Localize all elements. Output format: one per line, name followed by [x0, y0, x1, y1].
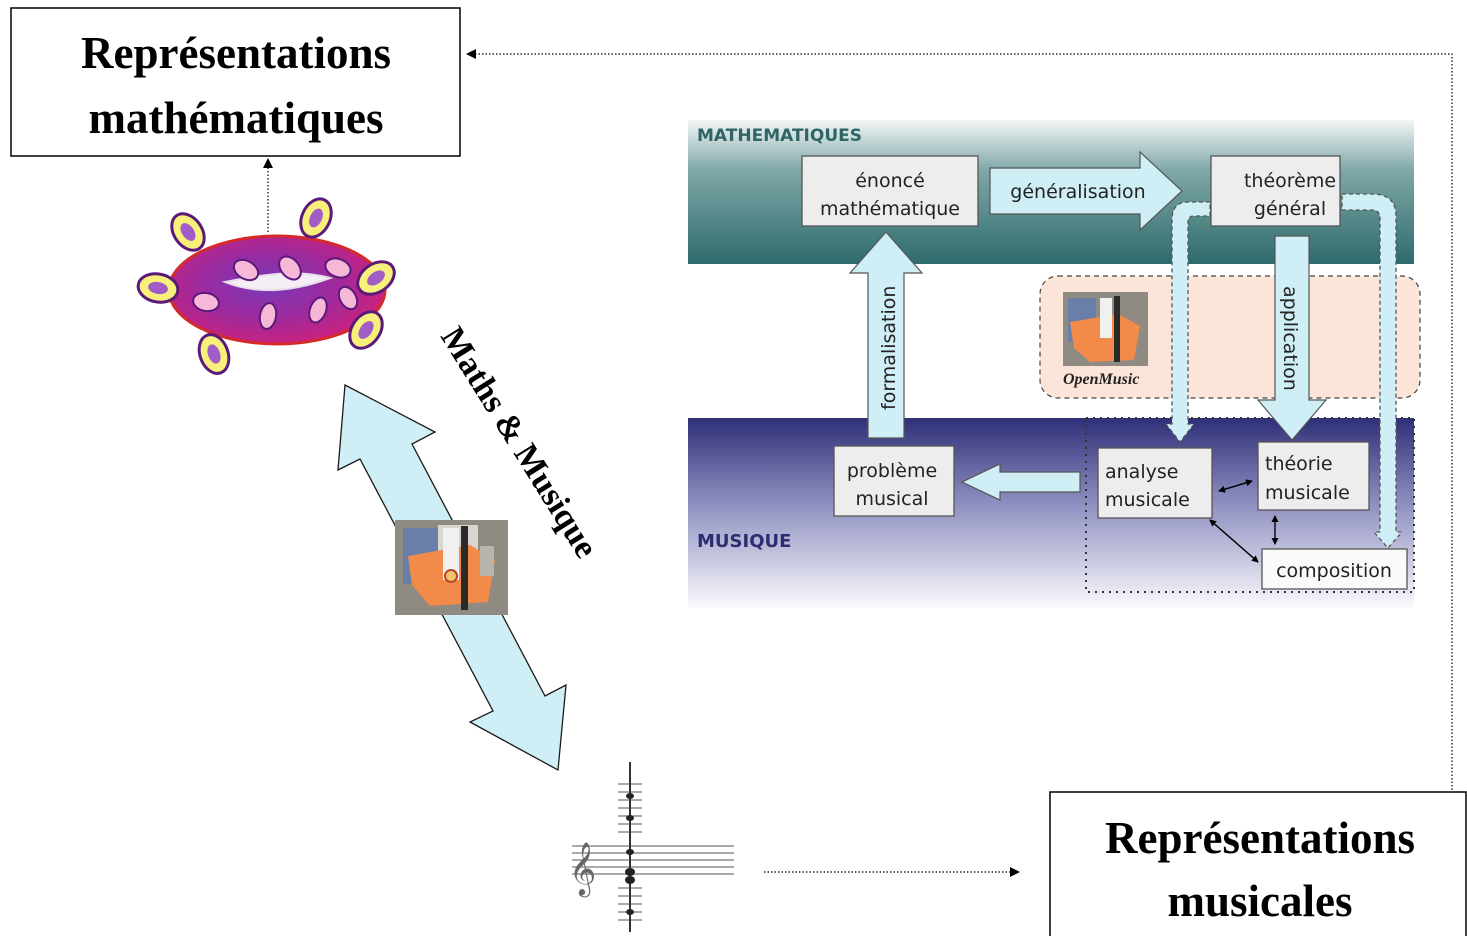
composition-label: composition	[1276, 560, 1392, 582]
analyse-line1: analyse	[1105, 461, 1178, 483]
theorie-line2: musicale	[1265, 482, 1350, 504]
music-representations-line2: musicales	[1168, 876, 1353, 926]
music-band-label: MUSIQUE	[697, 531, 791, 552]
math-representations-line1: Représentations	[81, 28, 391, 78]
probleme-line2: musical	[855, 488, 928, 510]
formalisation-arrow: formalisation	[848, 231, 924, 439]
openmusic-logo: OpenMusic	[1063, 292, 1148, 388]
music-analysis-region	[1085, 417, 1415, 593]
theoreme-line1: théorème	[1244, 170, 1336, 192]
probleme-box: problème musical	[833, 445, 955, 517]
dotted-connectors	[263, 49, 1453, 877]
analyse-box: analyse musicale	[1097, 447, 1213, 519]
collage-painting-icon	[395, 520, 508, 615]
treble-clef-icon: 𝄞	[569, 841, 596, 897]
enonce-box: énoncé mathématique	[801, 155, 979, 227]
openmusic-label: OpenMusic	[1063, 371, 1139, 388]
enonce-line2: mathématique	[820, 198, 960, 220]
formalisation-label: formalisation	[878, 286, 900, 410]
analyse-line2: musicale	[1105, 489, 1190, 511]
connector-right-to-math	[466, 49, 1453, 790]
music-representations-line1: Représentations	[1105, 813, 1415, 863]
analyse-to-probleme-arrow	[960, 463, 1081, 501]
generalisation-label: généralisation	[1010, 181, 1145, 203]
generalisation-arrow: généralisation	[989, 150, 1183, 232]
probleme-line1: problème	[847, 460, 937, 482]
application-label: application	[1279, 286, 1301, 391]
math-representations-line2: mathématiques	[89, 93, 384, 143]
math-representations-box: Représentations mathématiques	[10, 7, 461, 157]
math-music-flow-diagram: MATHEMATIQUES MUSIQUE OpenMusic énoncé m…	[688, 120, 1421, 608]
theorie-line1: théorie	[1265, 453, 1333, 475]
application-arrow: application	[1256, 235, 1328, 441]
enonce-line1: énoncé	[855, 170, 925, 192]
composition-box: composition	[1261, 548, 1408, 590]
torus-petals	[136, 197, 396, 375]
musical-staff-icon: 𝄞	[569, 762, 734, 932]
math-band-label: MATHEMATIQUES	[697, 126, 862, 146]
theoreme-line2: général	[1254, 198, 1326, 220]
theoreme-box: théorème général	[1210, 155, 1341, 227]
music-relation-connectors	[1209, 479, 1279, 563]
theoreme-to-analyse-arrow	[1164, 201, 1211, 444]
music-representations-box: Représentations musicales	[1049, 791, 1467, 936]
theoreme-to-composition-arrow	[1341, 193, 1404, 549]
theorie-box: théorie musicale	[1257, 441, 1370, 511]
torus-illustration	[136, 197, 396, 375]
